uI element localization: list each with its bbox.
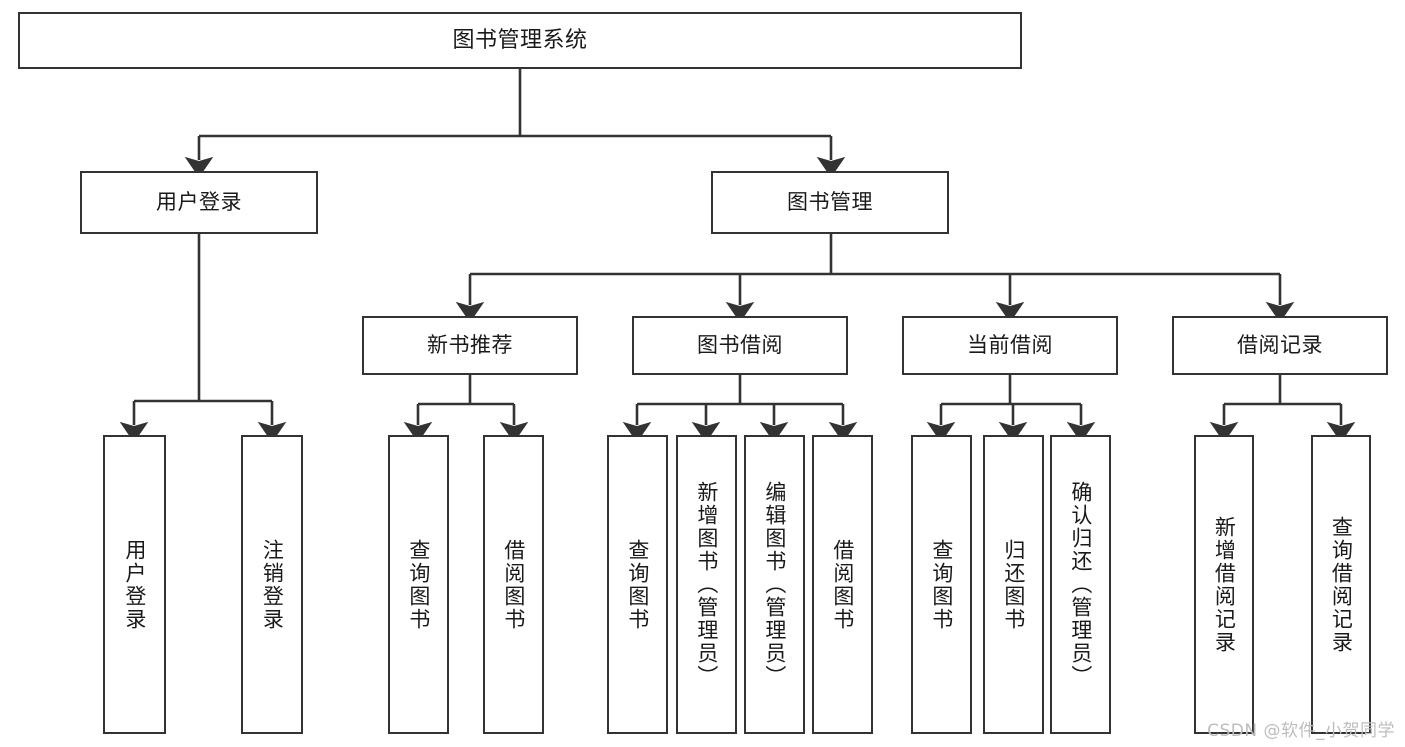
node-root[interactable]: 图书管理系统: [18, 12, 1022, 69]
node-leaf-user-login[interactable]: 用户登录: [103, 435, 166, 734]
node-leaf-borrow-book-rec[interactable]: 借阅图书: [483, 435, 544, 734]
node-leaf-add-borrow-record[interactable]: 新增借阅记录: [1194, 435, 1254, 734]
node-leaf-query-book-bor-label: 查询图书: [625, 538, 650, 631]
node-leaf-add-book-admin-label: 新增图书（管理员）: [694, 481, 719, 688]
node-leaf-borrow-book-bor[interactable]: 借阅图书: [812, 435, 873, 734]
node-leaf-confirm-return-label: 确认归还（管理员）: [1068, 481, 1093, 688]
node-book-management-label: 图书管理: [787, 190, 873, 215]
node-new-book-recommend[interactable]: 新书推荐: [362, 316, 578, 375]
node-leaf-return-book[interactable]: 归还图书: [983, 435, 1044, 734]
node-leaf-add-book-admin[interactable]: 新增图书（管理员）: [676, 435, 737, 734]
node-leaf-query-book-rec-label: 查询图书: [406, 538, 431, 631]
node-leaf-query-book-cur-label: 查询图书: [929, 538, 954, 631]
node-leaf-query-book-rec[interactable]: 查询图书: [388, 435, 449, 734]
node-new-book-recommend-label: 新书推荐: [427, 333, 513, 358]
node-leaf-query-book-bor[interactable]: 查询图书: [607, 435, 668, 734]
node-current-borrow[interactable]: 当前借阅: [902, 316, 1118, 375]
node-leaf-borrow-book-bor-label: 借阅图书: [830, 538, 855, 631]
node-book-management[interactable]: 图书管理: [711, 171, 949, 234]
node-current-borrow-label: 当前借阅: [967, 333, 1053, 358]
node-leaf-query-borrow-record-label: 查询借阅记录: [1329, 515, 1354, 654]
node-book-borrow-label: 图书借阅: [697, 333, 783, 358]
node-leaf-borrow-book-rec-label: 借阅图书: [501, 538, 526, 631]
node-leaf-query-book-cur[interactable]: 查询图书: [911, 435, 972, 734]
node-leaf-user-login-label: 用户登录: [122, 538, 147, 631]
node-user-login[interactable]: 用户登录: [80, 171, 318, 234]
node-book-borrow[interactable]: 图书借阅: [632, 316, 848, 375]
node-leaf-query-borrow-record[interactable]: 查询借阅记录: [1311, 435, 1371, 734]
node-leaf-add-borrow-record-label: 新增借阅记录: [1212, 515, 1237, 654]
node-leaf-logout-login-label: 注销登录: [260, 538, 285, 631]
node-leaf-confirm-return[interactable]: 确认归还（管理员）: [1050, 435, 1111, 734]
node-borrow-record-label: 借阅记录: [1237, 333, 1323, 358]
watermark: CSDN @软件_小贺同学: [1207, 721, 1395, 741]
node-leaf-edit-book-admin-label: 编辑图书（管理员）: [762, 481, 787, 688]
node-root-label: 图书管理系统: [452, 27, 588, 53]
node-borrow-record[interactable]: 借阅记录: [1172, 316, 1388, 375]
node-user-login-label: 用户登录: [156, 190, 242, 215]
node-leaf-return-book-label: 归还图书: [1001, 538, 1026, 631]
node-leaf-edit-book-admin[interactable]: 编辑图书（管理员）: [744, 435, 805, 734]
node-leaf-logout-login[interactable]: 注销登录: [241, 435, 303, 734]
